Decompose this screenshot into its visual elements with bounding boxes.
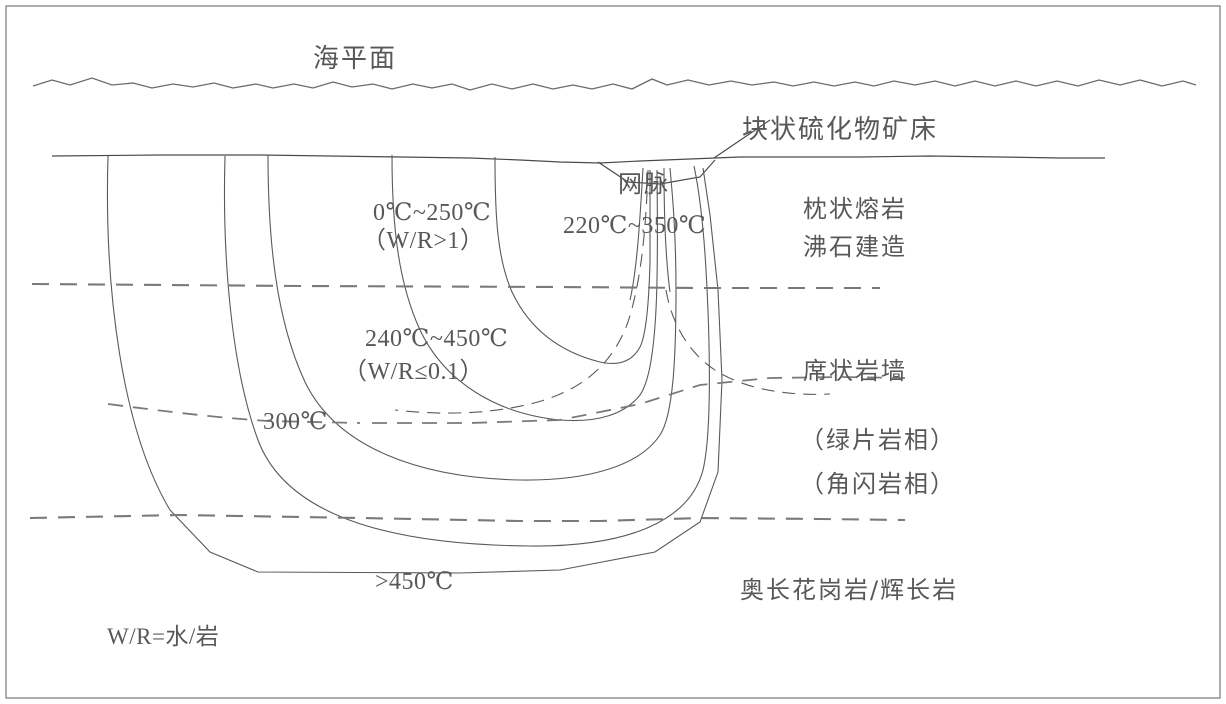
- label-stockwork-veins: 网脉: [618, 170, 670, 198]
- label-sea-level: 海平面: [313, 44, 398, 74]
- seafloor-line: [51, 154, 1105, 164]
- label-greenschist-facies: （绿片岩相）: [800, 426, 956, 454]
- upflow-conduit-b: [663, 167, 671, 293]
- upflow-conduit-a: [629, 167, 644, 301]
- stockwork-dashed-branch: [394, 169, 649, 414]
- flow-path-4: [223, 155, 710, 547]
- label-water-rock-ratio-upper: （W/R>1）: [362, 228, 485, 254]
- flow-path-2: [391, 154, 658, 422]
- label-temperature-upper: 0℃~250℃: [373, 200, 492, 226]
- flow-path-1: [494, 156, 651, 365]
- deposit-callout-leader: [713, 119, 771, 159]
- label-zeolite-formation: 沸石建造: [803, 233, 907, 261]
- flow-path-5: [106, 155, 723, 574]
- stockwork-dashed-branch-right: [665, 289, 831, 395]
- label-temperature-vent: 220℃~350℃: [563, 213, 707, 239]
- boundary-300c-isotherm-left: [107, 403, 361, 424]
- label-temperature-deep: >450℃: [375, 569, 454, 595]
- figure-border: [5, 5, 1221, 699]
- label-water-rock-ratio-mid: （W/R≤0.1）: [343, 359, 484, 385]
- label-sheeted-dikes: 席状岩墙: [803, 357, 907, 385]
- boundary-300c-isotherm-right: [372, 376, 906, 424]
- massive-sulfide-lens: [597, 159, 716, 185]
- label-plagiogranite-gabbro: 奥长花岗岩/辉长岩: [740, 576, 959, 604]
- boundary-zeolite-greenschist: [31, 282, 880, 290]
- label-massive-sulfide-deposit: 块状硫化物矿床: [742, 115, 939, 145]
- flow-path-3: [267, 154, 677, 481]
- label-amphibolite-facies: （角闪岩相）: [800, 470, 956, 498]
- label-pillow-lava: 枕状熔岩: [803, 195, 907, 223]
- boundary-greenschist-amphibolite: [29, 513, 906, 523]
- label-temperature-mid: 240℃~450℃: [365, 326, 509, 352]
- sea-surface-wavy-line: [32, 77, 1197, 91]
- label-isotherm-300c: 300℃: [263, 409, 328, 435]
- label-legend-water-rock: W/R=水/岩: [107, 624, 220, 649]
